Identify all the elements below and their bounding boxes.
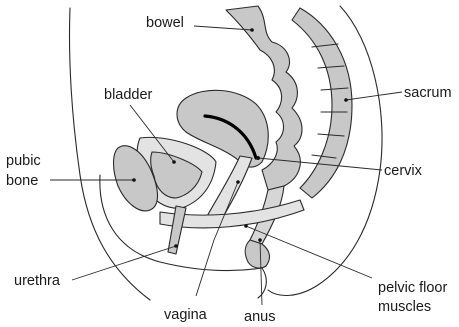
label-vagina: vagina	[164, 307, 208, 323]
vagina-dot	[236, 180, 240, 184]
pelvic-floor-dot	[244, 224, 248, 228]
bowel-dot	[250, 28, 254, 32]
sacrum-leader	[346, 92, 402, 100]
label-urethra: urethra	[14, 273, 61, 289]
label-pubic-bone-line1: pubic	[6, 153, 41, 169]
label-cervix: cervix	[384, 163, 423, 179]
urethra-leader	[72, 246, 176, 280]
label-pubic-bone-line2: bone	[6, 173, 38, 189]
label-anus: anus	[244, 309, 275, 325]
urethra-dot	[174, 244, 178, 248]
sacrum-dot	[344, 98, 348, 102]
perineum-outline	[258, 268, 266, 298]
anus-dot	[258, 238, 262, 242]
label-sacrum: sacrum	[404, 85, 452, 101]
label-bowel: bowel	[146, 15, 184, 31]
anal-canal	[245, 240, 269, 268]
bladder-dot	[172, 160, 176, 164]
label-pelvic-floor-line1: pelvic floor	[378, 280, 447, 296]
cervix-dot	[256, 156, 260, 160]
label-bladder: bladder	[104, 87, 153, 103]
vagina-leader-lower	[196, 240, 214, 296]
sacrum	[292, 8, 352, 198]
pubic-bone-dot	[132, 178, 136, 182]
label-pelvic-floor-line2: muscles	[378, 299, 431, 315]
